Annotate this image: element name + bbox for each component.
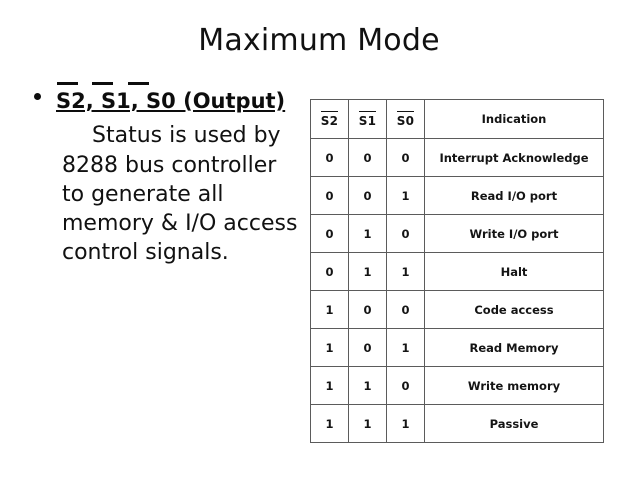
cell-indication: Interrupt Acknowledge — [424, 138, 604, 177]
table-row: 0 1 1 Halt — [310, 252, 604, 291]
overline-bar-s2-icon — [57, 82, 78, 85]
status-signals-heading: S2, S1, S0 (Output) — [56, 72, 285, 114]
overline-bar-s1-icon — [92, 82, 113, 85]
status-truth-table: S2 S1 S0 Indication 0 0 0 Interrupt Ackn… — [310, 99, 604, 443]
cell-s2: 1 — [310, 290, 349, 329]
cell-s2: 1 — [310, 404, 349, 443]
cell-s2: 1 — [310, 366, 349, 405]
table-row: 1 0 1 Read Memory — [310, 328, 604, 367]
cell-s1: 0 — [348, 328, 387, 367]
cell-s2: 1 — [310, 328, 349, 367]
column-header-s0: S0 — [386, 99, 425, 139]
column-header-s2: S2 — [310, 99, 349, 139]
cell-s1: 1 — [348, 214, 387, 253]
table-row: 1 1 1 Passive — [310, 404, 604, 443]
bullet-list-item: S2, S1, S0 (Output) — [18, 72, 306, 114]
cell-s2: 0 — [310, 138, 349, 177]
cell-s1: 1 — [348, 366, 387, 405]
cell-indication: Read Memory — [424, 328, 604, 367]
bullet-dot-icon — [34, 93, 41, 100]
column-header-s1: S1 — [348, 99, 387, 139]
content-block: S2, S1, S0 (Output) Status is used by 82… — [18, 72, 306, 268]
column-header-indication: Indication — [424, 99, 604, 139]
cell-s0: 0 — [386, 290, 425, 329]
overline-bar-s0-icon — [128, 82, 149, 85]
page-title: Maximum Mode — [198, 23, 440, 58]
cell-s1: 0 — [348, 176, 387, 215]
cell-indication: Passive — [424, 404, 604, 443]
cell-s1: 0 — [348, 138, 387, 177]
cell-indication: Read I/O port — [424, 176, 604, 215]
table-row: 0 1 0 Write I/O port — [310, 214, 604, 253]
cell-s2: 0 — [310, 214, 349, 253]
cell-s0: 0 — [386, 138, 425, 177]
table-row: 1 0 0 Code access — [310, 290, 604, 329]
table-row: 1 1 0 Write memory — [310, 366, 604, 405]
cell-indication: Write I/O port — [424, 214, 604, 253]
cell-s1: 0 — [348, 290, 387, 329]
cell-indication: Write memory — [424, 366, 604, 405]
cell-indication: Code access — [424, 290, 604, 329]
cell-s1: 1 — [348, 252, 387, 291]
table-row: 0 0 1 Read I/O port — [310, 176, 604, 215]
cell-s0: 1 — [386, 252, 425, 291]
status-signals-heading-text: S2, S1, S0 (Output) — [56, 89, 286, 113]
cell-s0: 0 — [386, 366, 425, 405]
table-header-row: S2 S1 S0 Indication — [310, 99, 604, 139]
cell-s1: 1 — [348, 404, 387, 443]
table-row: 0 0 0 Interrupt Acknowledge — [310, 138, 604, 177]
cell-s0: 1 — [386, 176, 425, 215]
cell-s0: 1 — [386, 404, 425, 443]
cell-s0: 0 — [386, 214, 425, 253]
cell-s2: 0 — [310, 252, 349, 291]
cell-s2: 0 — [310, 176, 349, 215]
cell-s0: 1 — [386, 328, 425, 367]
table-body: 0 0 0 Interrupt Acknowledge 0 0 1 Read I… — [310, 138, 604, 443]
body-paragraph: Status is used by 8288 bus controller to… — [62, 123, 298, 266]
cell-indication: Halt — [424, 252, 604, 291]
